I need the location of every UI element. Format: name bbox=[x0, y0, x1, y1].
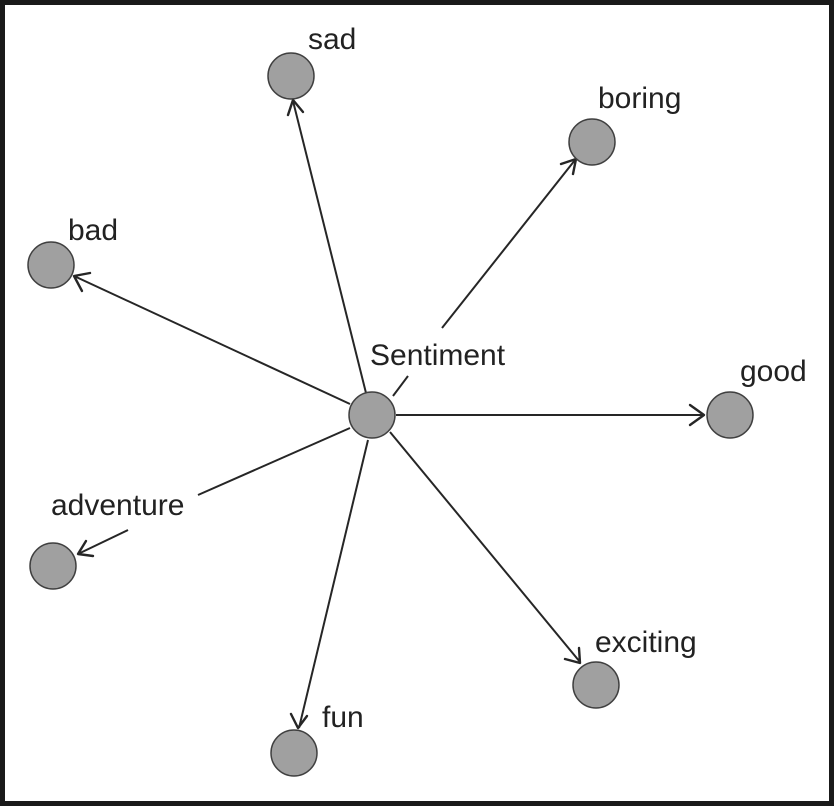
node-exciting bbox=[572, 661, 620, 709]
label-bad: bad bbox=[68, 214, 118, 247]
arrowhead-exciting bbox=[563, 646, 582, 665]
nodes-group bbox=[27, 52, 754, 777]
arrowhead-adventure bbox=[76, 539, 95, 558]
edge-sentiment-adventure bbox=[197, 427, 351, 496]
node-adventure bbox=[29, 542, 77, 590]
node-boring bbox=[568, 118, 616, 166]
node-fun bbox=[270, 729, 318, 777]
arrowhead-sad bbox=[286, 98, 305, 117]
edge-sentiment-fun bbox=[298, 439, 369, 729]
labels-group: Sentiment sad boring bad good adventure … bbox=[51, 23, 807, 734]
edge-sentiment-label-connector bbox=[392, 375, 409, 397]
node-sad bbox=[267, 52, 315, 100]
edge-sentiment-sad bbox=[292, 100, 367, 394]
node-good bbox=[706, 391, 754, 439]
label-boring: boring bbox=[598, 82, 681, 115]
label-adventure: adventure bbox=[51, 489, 184, 522]
edge-sentiment-exciting bbox=[389, 431, 581, 663]
edge-adventure-arrow-segment bbox=[77, 529, 129, 555]
arrowhead-bad bbox=[72, 271, 92, 293]
node-sentiment bbox=[348, 391, 396, 439]
label-good: good bbox=[740, 355, 807, 388]
label-exciting: exciting bbox=[595, 626, 697, 659]
label-sad: sad bbox=[308, 23, 356, 56]
edge-sentiment-bad bbox=[73, 275, 351, 405]
arrowhead-fun bbox=[289, 712, 309, 730]
edges-group bbox=[72, 98, 706, 730]
edge-sentiment-boring bbox=[441, 159, 576, 329]
label-sentiment: Sentiment bbox=[370, 339, 506, 372]
node-bad bbox=[27, 241, 75, 289]
arrowhead-good bbox=[688, 403, 706, 427]
label-fun: fun bbox=[322, 701, 364, 734]
